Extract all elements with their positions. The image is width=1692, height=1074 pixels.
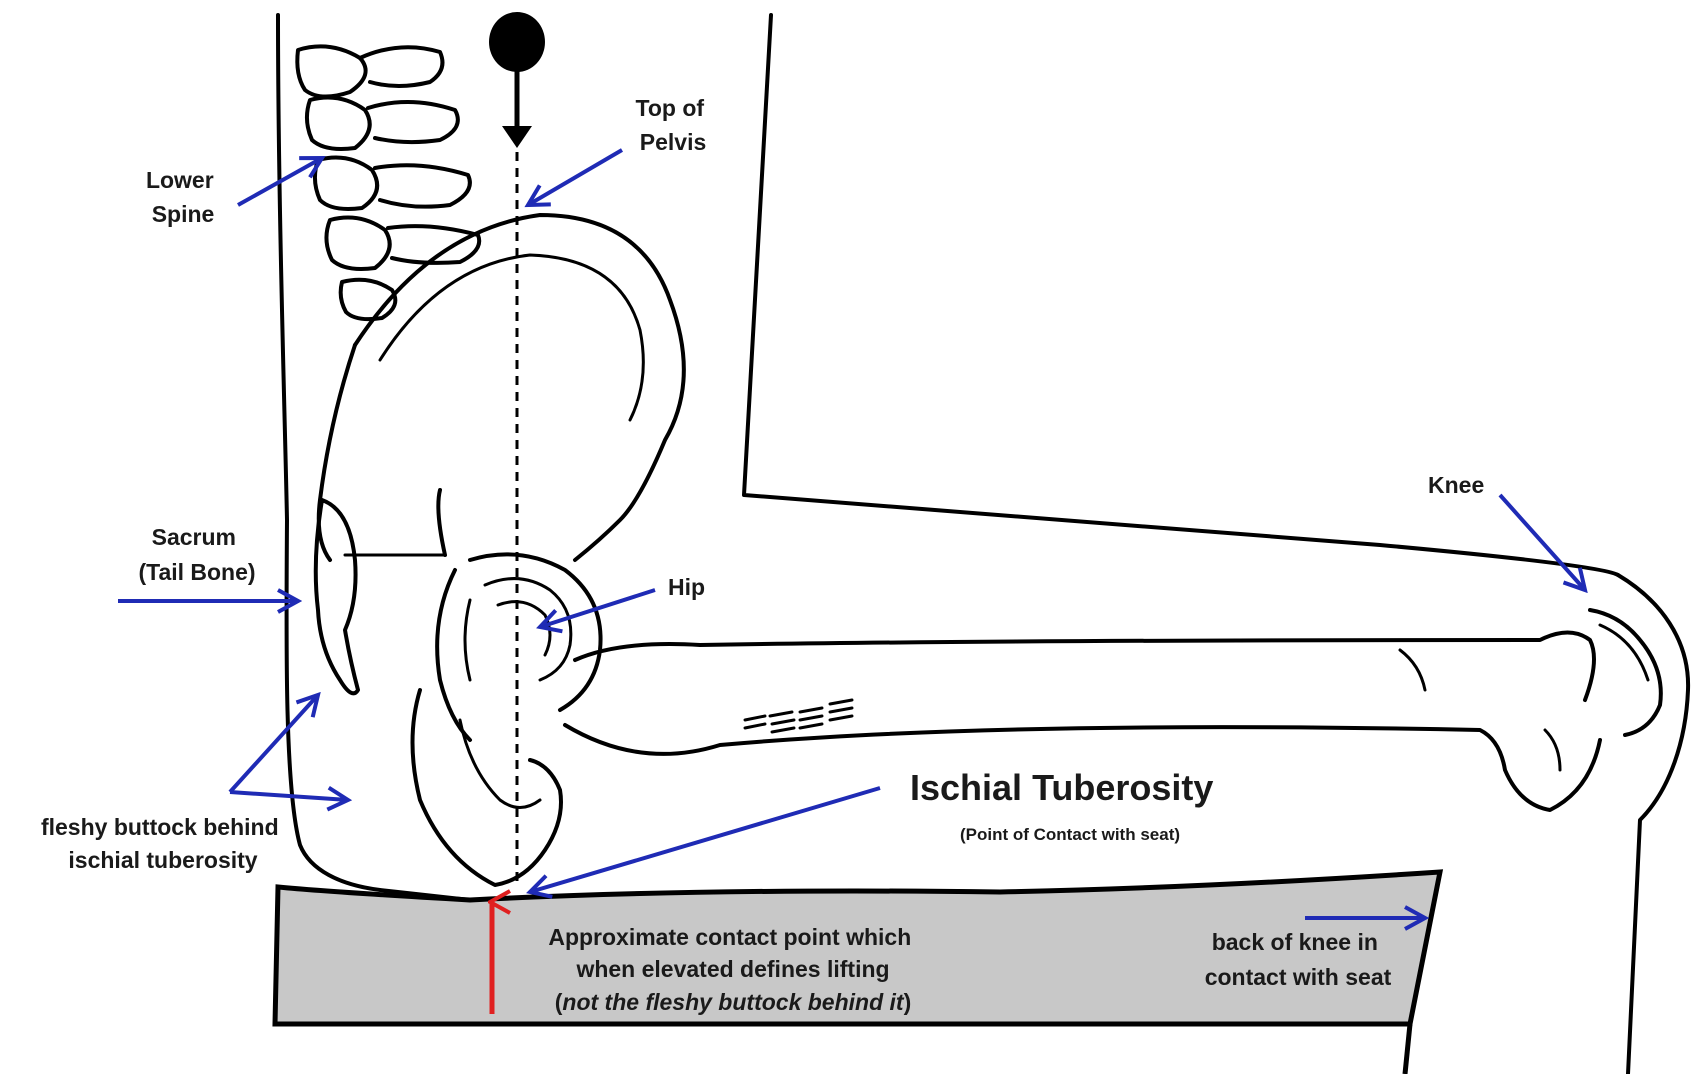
torso-front-outline: [744, 15, 1618, 575]
hip-joint-bones: [437, 554, 600, 740]
contact-point-note-label: (not the fleshy buttock behind it): [555, 989, 912, 1015]
seat-front-leg: [1405, 1024, 1410, 1074]
lower-spine-bones: [297, 46, 479, 319]
knee-arrow: [1500, 495, 1585, 590]
fleshy-buttock-arrow-lower: [230, 792, 348, 800]
back-outline: [278, 15, 470, 900]
ischium-bone: [413, 690, 562, 885]
fleshy-buttock-arrow-upper: [230, 695, 318, 792]
knee-front-outline: [1618, 575, 1688, 1074]
fleshy-buttock-label: fleshy buttock behind ischial tuberosity: [41, 814, 285, 873]
lower-spine-label: Lower Spine: [146, 167, 220, 227]
obturator-outline: [460, 720, 540, 808]
sacrum-label: Sacrum (Tail Bone): [138, 524, 255, 585]
top-of-pelvis-arrow: [528, 150, 622, 205]
plumb-line: [489, 12, 545, 885]
sacrum-bone: [316, 500, 358, 693]
top-of-pelvis-label: Top of Pelvis: [636, 95, 711, 155]
ischial-tuberosity-label: Ischial Tuberosity: [910, 767, 1213, 808]
ischial-tuberosity-arrow: [530, 788, 880, 892]
hip-label: Hip: [668, 574, 705, 600]
knee-label: Knee: [1428, 472, 1484, 498]
point-of-contact-label: (Point of Contact with seat): [960, 825, 1180, 844]
